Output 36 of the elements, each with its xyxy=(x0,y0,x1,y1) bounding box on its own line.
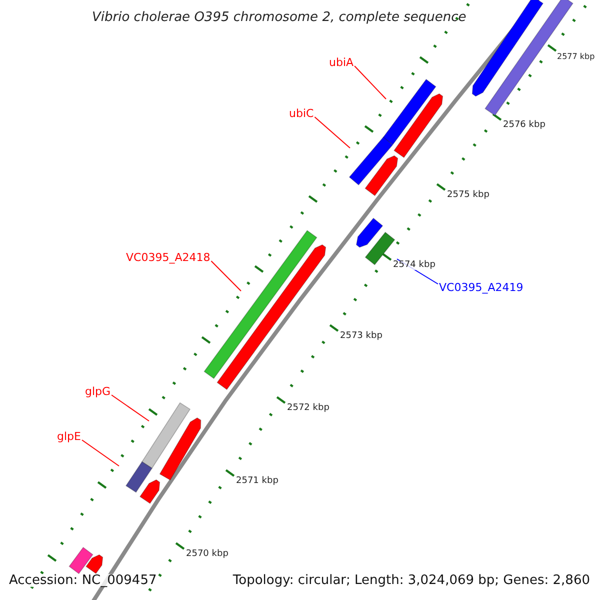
gene-label: glpG xyxy=(85,386,111,397)
gene-feature xyxy=(364,155,398,196)
scale-label: 2572 kbp xyxy=(287,404,330,413)
gene-label: VC0395_A2419 xyxy=(439,282,524,293)
scale-label: 2573 kbp xyxy=(340,332,382,341)
gene-feature xyxy=(216,244,326,390)
leader-line xyxy=(111,394,150,422)
leader-line xyxy=(81,440,120,466)
gene-label: ubiA xyxy=(329,57,354,68)
map-title: Vibrio cholerae O395 chromosome 2, complete sequence xyxy=(92,11,466,24)
scale-label: 2574 kbp xyxy=(393,261,436,270)
gene-feature xyxy=(139,479,160,504)
gene-label: glpE xyxy=(57,431,81,442)
leader-line xyxy=(314,116,350,148)
scale-label: 2577 kbp xyxy=(557,53,595,61)
gene-label: VC0395_A2418 xyxy=(126,252,210,263)
leader-line xyxy=(354,66,386,100)
gene-feature xyxy=(68,546,94,574)
gene-feature xyxy=(159,417,202,481)
gene-feature xyxy=(364,232,396,266)
gene-feature xyxy=(394,93,444,158)
gene-feature xyxy=(141,402,191,469)
gene-feature xyxy=(125,461,153,493)
gene-label: ubiC xyxy=(289,108,314,119)
gene-feature xyxy=(356,218,384,248)
gene-feature xyxy=(348,136,394,186)
scale-label: 2575 kbp xyxy=(447,191,490,200)
scale-label: 2571 kbp xyxy=(236,477,278,486)
leader-line xyxy=(210,260,242,292)
scale-label: 2570 kbp xyxy=(186,550,228,559)
gene-feature xyxy=(472,0,544,97)
footer-text: Accession: NC_009457 xyxy=(9,574,157,587)
gene-feature xyxy=(86,554,104,574)
scale-label: 2576 kbp xyxy=(503,121,546,130)
footer-text: Topology: circular; Length: 3,024,069 bp; Genes: 2,860 xyxy=(232,574,590,587)
gene-feature xyxy=(382,78,436,146)
